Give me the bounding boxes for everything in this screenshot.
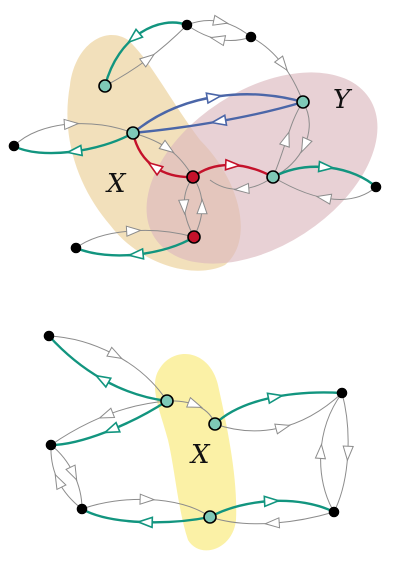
arrowhead-icon — [146, 161, 165, 177]
region-y-blob — [146, 72, 378, 264]
arrowhead-icon — [342, 445, 354, 462]
edge — [272, 176, 377, 200]
edge — [103, 21, 188, 87]
region-x-label: X — [105, 169, 127, 199]
bottom-figure: X — [43, 330, 354, 551]
top-nodes — [8, 19, 382, 254]
arrowhead-icon — [94, 374, 113, 389]
top-blue-edges — [132, 92, 304, 135]
region-x-label: X — [189, 440, 211, 470]
arrowhead-icon — [300, 136, 313, 154]
arrowhead-icon — [314, 442, 327, 460]
arrowhead-icon — [274, 423, 292, 435]
arrowhead-icon — [65, 144, 84, 157]
region-x-blob — [154, 353, 237, 551]
arrowhead-icon — [205, 92, 224, 105]
node — [98, 79, 112, 93]
node — [76, 503, 88, 515]
region-y-label: Y — [333, 85, 353, 115]
arrowhead-icon — [126, 28, 144, 44]
arrowhead-icon — [209, 35, 227, 47]
node — [126, 126, 140, 140]
arrowhead-icon — [98, 407, 116, 419]
node — [328, 506, 340, 518]
arrowhead-icon — [158, 139, 175, 154]
node — [187, 230, 201, 244]
arrowhead-icon — [139, 493, 156, 505]
node — [296, 95, 310, 109]
top-figure: X Y — [8, 14, 382, 271]
arrowhead-icon — [106, 346, 123, 360]
node — [70, 242, 82, 254]
top-red-edges — [131, 132, 274, 179]
node — [8, 140, 20, 152]
edge — [50, 400, 168, 446]
arrowhead-icon — [315, 193, 333, 205]
arrowhead-icon — [196, 198, 208, 215]
arrowhead-icon — [186, 396, 204, 408]
arrowhead-icon — [263, 517, 281, 529]
arrowhead-icon — [135, 516, 154, 529]
arrowhead-icon — [233, 182, 250, 195]
arrowhead-icon — [63, 118, 80, 131]
node — [43, 330, 55, 342]
arrowhead-icon — [102, 421, 121, 434]
bottom-teal-edges — [48, 335, 343, 529]
arrowhead-icon — [278, 130, 290, 148]
arrowhead-icon — [212, 14, 229, 26]
arrowhead-icon — [266, 392, 285, 405]
arrowhead-icon — [65, 464, 78, 482]
node — [186, 170, 200, 184]
edge — [50, 399, 168, 447]
arrowhead-icon — [317, 160, 336, 173]
node — [336, 387, 348, 399]
arrowhead-icon — [178, 199, 190, 216]
arrowhead-icon — [125, 225, 143, 237]
arrowhead-icon — [138, 53, 156, 68]
node — [45, 439, 57, 451]
node — [245, 31, 257, 43]
arrowhead-icon — [273, 55, 289, 72]
node — [160, 394, 174, 408]
arrowhead-icon — [54, 473, 67, 491]
arrowhead-icon — [263, 495, 281, 508]
node — [370, 181, 382, 193]
edge — [48, 335, 168, 402]
node — [203, 510, 217, 524]
top-teal-edges — [13, 21, 377, 260]
arrowhead-icon — [209, 114, 228, 127]
node — [266, 170, 280, 184]
bottom-nodes — [43, 330, 348, 524]
edge — [48, 335, 168, 403]
arrowhead-icon — [224, 158, 243, 171]
node — [208, 417, 222, 431]
arrowhead-icon — [126, 247, 145, 260]
node — [181, 19, 193, 31]
